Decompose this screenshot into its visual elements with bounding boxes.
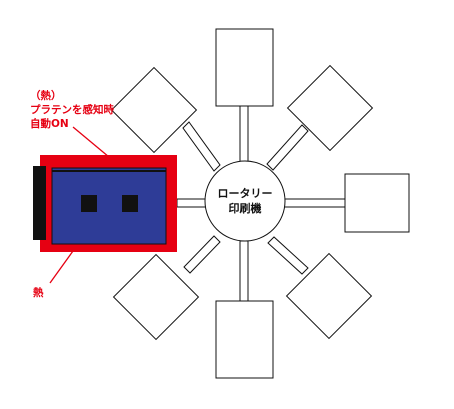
hub-circle (204, 160, 286, 242)
heat-sensor-label-line1: （熱） (30, 90, 62, 102)
platen-block-left (81, 195, 97, 212)
platen-top (215, 28, 274, 107)
arm-right (283, 198, 346, 208)
platen-bottom (215, 300, 274, 379)
platen-bottom-left (112, 253, 200, 341)
hub-label-line1: ロータリー (217, 187, 273, 200)
platen-heated (51, 167, 167, 245)
heater-handle (33, 166, 46, 240)
leader-lines (49, 126, 110, 284)
heater-unit (33, 155, 177, 252)
arm-bottom-right (267, 236, 309, 275)
arm-bottom-left (183, 235, 221, 274)
platens (110, 28, 410, 379)
heat-label: 熱 (33, 287, 44, 299)
platen-top-right (286, 64, 374, 152)
platen-top-left (110, 66, 198, 154)
arm-left (176, 198, 208, 208)
heat-sensor-label-line3: 自動ON (30, 118, 69, 130)
hub-label-line2: 印刷機 (228, 202, 262, 215)
leader-heat (49, 250, 74, 284)
heat-sensor-label-line2: プラテンを感知時 (30, 104, 114, 116)
arm-bottom (239, 240, 249, 302)
arm-top-right (266, 124, 309, 171)
platen-bottom-right (285, 252, 373, 340)
leader-sensor (72, 126, 110, 158)
arm-top (239, 105, 249, 164)
arm-top-left (182, 121, 221, 172)
platen-block-right (122, 195, 138, 212)
platen-right (344, 173, 410, 233)
arms (176, 105, 346, 302)
